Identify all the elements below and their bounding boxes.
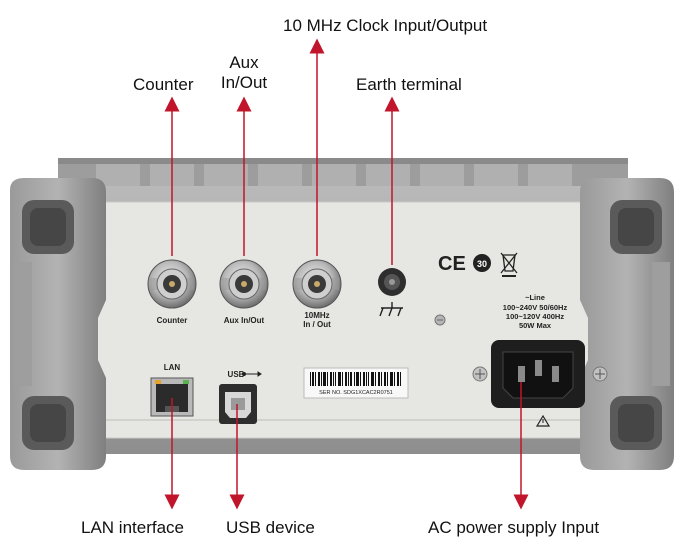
screw-icon — [434, 314, 446, 326]
ce-mark: CE — [438, 253, 466, 275]
earth-terminal — [378, 268, 406, 296]
earth-symbol-icon — [379, 302, 403, 317]
callout-aux-line2: In/Out — [220, 73, 268, 92]
callout-lan: LAN interface — [81, 518, 184, 537]
callout-clock: 10 MHz Clock Input/Output — [283, 16, 488, 35]
panel-label-10mhz-line1: 10MHz — [304, 311, 329, 320]
serial-number-label: SER NO. SDG1XCAC2R0751 — [303, 367, 409, 399]
power-rating-line2: 100~240V 50/60Hz — [503, 303, 568, 312]
callout-earth: Earth terminal — [356, 75, 462, 94]
panel-label-10mhz-line2: In / Out — [303, 320, 331, 329]
ac-power-inlet — [491, 340, 585, 408]
power-rating-line4: 50W Max — [519, 321, 552, 330]
rating-mark-label: 30 — [477, 259, 487, 269]
bnc-aux-connector — [219, 259, 269, 309]
power-rating-line3: 100~120V 400Hz — [506, 312, 564, 321]
callout-ac: AC power supply Input — [428, 518, 600, 537]
right-handle — [580, 178, 674, 470]
bnc-10mhz-connector — [292, 259, 342, 309]
usb-symbol-icon — [242, 371, 262, 377]
panel-label-aux: Aux In/Out — [224, 316, 265, 325]
bnc-counter-connector — [147, 259, 197, 309]
weee-bin-icon — [500, 252, 518, 277]
panel-label-counter: Counter — [157, 316, 188, 325]
callout-aux: Aux In/Out — [214, 53, 274, 93]
usb-b-port — [219, 384, 257, 424]
screw-right-icon — [592, 366, 608, 382]
screw-left-icon — [472, 366, 488, 382]
power-rating-line1: ~Line — [525, 293, 545, 302]
callout-counter: Counter — [133, 75, 194, 94]
rating-mark-icon: 30 — [473, 254, 491, 272]
warning-triangle-icon — [535, 414, 551, 427]
serial-number-text: SER NO. SDG1XCAC2R0751 — [319, 390, 393, 396]
left-handle — [10, 178, 106, 470]
callout-usb: USB device — [226, 518, 315, 537]
panel-label-lan: LAN — [164, 363, 181, 372]
barcode — [310, 372, 401, 386]
callout-aux-line1: Aux — [229, 53, 259, 72]
panel-label-usb: USB — [228, 370, 245, 379]
